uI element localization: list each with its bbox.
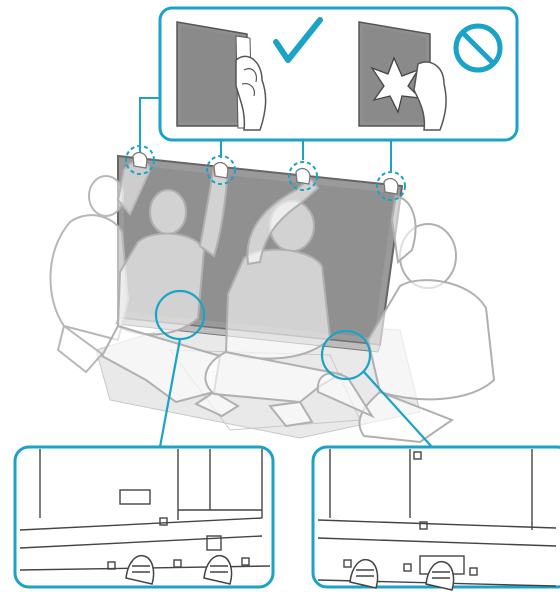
right-bottom-detail bbox=[313, 447, 560, 590]
left-bottom-detail bbox=[15, 447, 273, 587]
